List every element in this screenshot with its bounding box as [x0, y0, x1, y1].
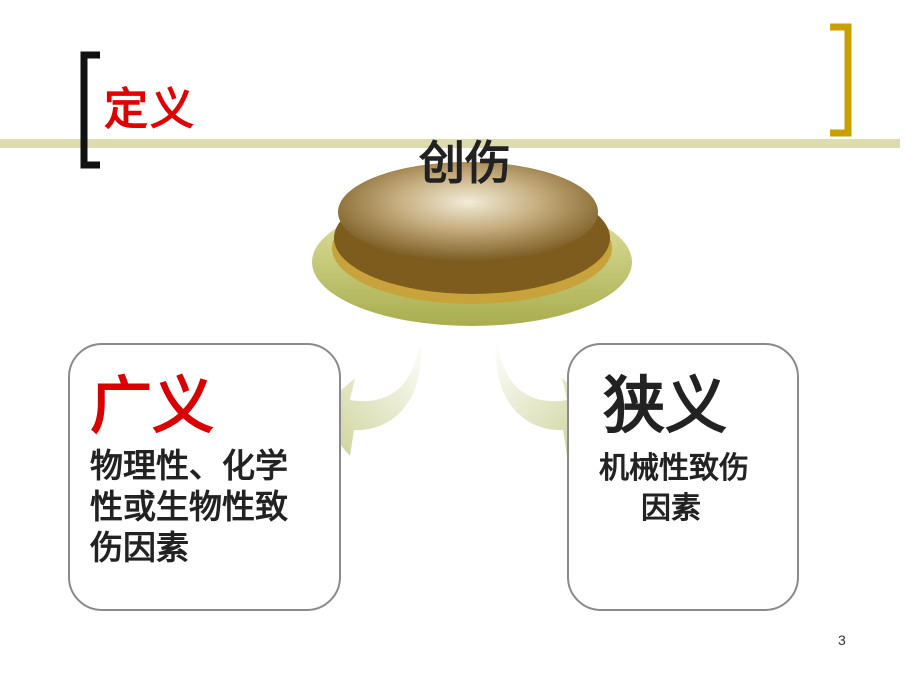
- broad-definition-line: 伤因素: [90, 528, 189, 567]
- title-rule: [0, 139, 900, 148]
- broad-definition-line: 性或生物性致: [90, 487, 288, 526]
- center-label: 创伤: [419, 136, 511, 190]
- narrow-definition-heading: 狭义: [603, 369, 728, 442]
- left-bracket: [80, 51, 100, 169]
- broad-definition-heading: 广义: [90, 369, 215, 442]
- page-number: 3: [838, 632, 846, 648]
- disc-top: [338, 162, 598, 262]
- broad-definition-line: 物理性、化学: [90, 446, 288, 485]
- narrow-definition-line: 机械性致伤: [599, 451, 749, 486]
- broad-definition-box: 广义 物理性、化学 性或生物性致 伤因素: [68, 343, 341, 611]
- slide-title: 定义: [104, 84, 196, 135]
- broad-definition-text: 物理性、化学 性或生物性致 伤因素: [90, 445, 320, 568]
- narrow-definition-line: 因素: [641, 491, 701, 526]
- narrow-definition-box: 狭义 机械性致伤 因素: [567, 343, 799, 611]
- narrow-definition-text: 机械性致伤 因素: [599, 449, 789, 529]
- right-bracket: [830, 23, 852, 137]
